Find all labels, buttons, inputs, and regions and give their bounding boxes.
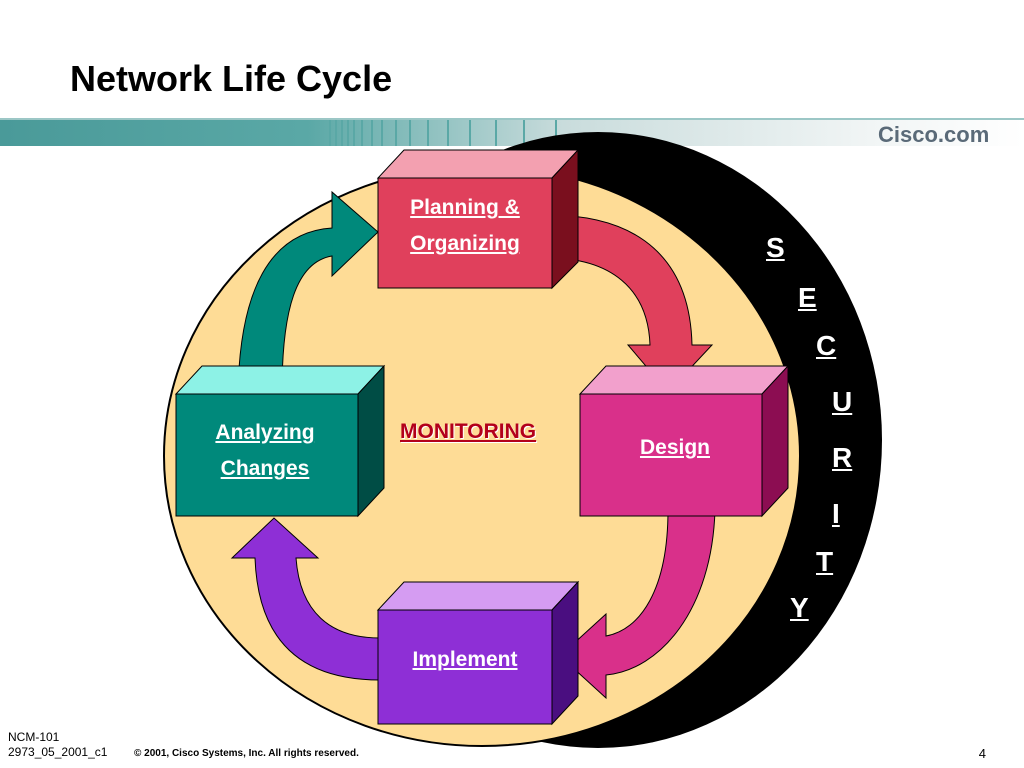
arrow-implement-to-analyzing xyxy=(230,517,381,681)
slide-title: Network Life Cycle xyxy=(70,58,393,99)
security-letter-r: R xyxy=(832,442,853,473)
footer-copyright: © 2001, Cisco Systems, Inc. All rights r… xyxy=(134,748,359,759)
security-letter-t: T xyxy=(816,546,834,577)
box-design xyxy=(578,364,790,518)
security-letter-i: I xyxy=(832,498,840,529)
footer-code: 2973_05_2001_c1 xyxy=(8,745,108,759)
box-analyzing xyxy=(174,364,386,518)
planning-label: Planning & Organizing xyxy=(380,190,550,262)
security-letter-u: U xyxy=(832,386,853,417)
planning-label-line2: Organizing xyxy=(410,232,520,255)
security-letter-c: C xyxy=(816,330,837,361)
security-letter-s: S xyxy=(766,232,785,263)
implement-label-line1: Implement xyxy=(412,648,518,671)
security-letter-y: Y xyxy=(790,592,809,623)
analyzing-label-line1: Analyzing xyxy=(215,421,315,444)
arrow-design-to-implement xyxy=(559,509,716,700)
design-label: Design xyxy=(590,430,760,466)
box-implement xyxy=(376,580,580,726)
planning-label-line1: Planning & xyxy=(410,196,520,219)
analyzing-label-line2: Changes xyxy=(220,457,310,480)
monitoring-label: MONITORING xyxy=(400,420,537,443)
box-planning xyxy=(376,148,580,290)
design-label-line1: Design xyxy=(639,436,710,459)
analyzing-label: Analyzing Changes xyxy=(180,415,350,487)
arrow-analyzing-to-planning xyxy=(237,190,379,393)
implement-label: Implement xyxy=(380,642,550,678)
cisco-logo: Cisco.com xyxy=(878,122,990,147)
security-letter-e: E xyxy=(798,282,817,313)
page-number: 4 xyxy=(978,746,986,761)
footer-course-info: NCM-101 2973_05_2001_c1 xyxy=(8,730,107,760)
arrow-planning-to-design xyxy=(547,214,714,393)
footer-course: NCM-101 xyxy=(8,730,60,744)
header-banner xyxy=(0,118,1024,146)
